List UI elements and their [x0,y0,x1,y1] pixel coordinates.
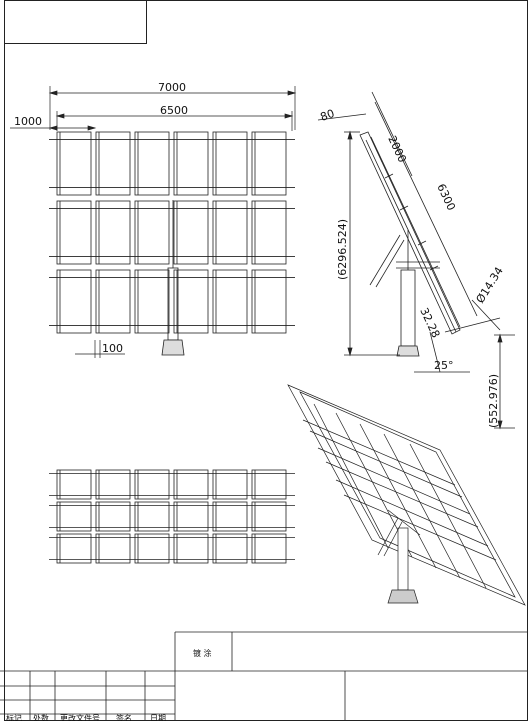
plan-panel [212,469,248,500]
plan-panel [173,501,209,532]
plan-panel [134,469,170,500]
front-panel [95,131,131,196]
dim-frame-length: 6300 [434,182,458,213]
front-panel [251,131,287,196]
front-panel [56,269,92,334]
front-panel [95,200,131,265]
dim-lower-clearance: (552.976) [487,374,500,428]
plan-panel [95,469,131,500]
plan-view [49,469,295,564]
front-panel [173,131,209,196]
plan-panel [251,501,287,532]
dim-tilt-angle: 25° [434,359,454,372]
col-date: 日期 [150,714,166,721]
plan-panel [56,533,92,564]
front-panel [212,131,248,196]
dim-panel-span: 6500 [160,104,188,117]
dim-pivot-length: 32.28 [417,306,442,340]
col-markers: 标记 [6,713,22,721]
front-view [49,131,295,334]
front-panel [56,200,92,265]
plan-panel [251,533,287,564]
front-dimensions [10,86,297,358]
front-panel [173,269,209,334]
top-left-label-box [4,0,147,44]
front-panel [134,131,170,196]
dim-upper-segment: 2000 [385,134,409,165]
front-post [161,200,185,356]
plan-panel [212,533,248,564]
front-panel [95,269,131,334]
front-panel [173,200,209,265]
plan-panel [95,501,131,532]
dim-post-gap: 100 [102,342,123,355]
plan-panel [251,469,287,500]
plan-panel [95,533,131,564]
dim-diameter: Ø14.34 [474,265,506,306]
dim-edge-offset: 1000 [14,115,42,128]
col-count: 处数 [33,713,49,721]
side-view [317,91,515,430]
plan-panel [173,469,209,500]
dim-overall-width: 7000 [158,81,186,94]
front-panel [251,200,287,265]
front-panel [212,200,248,265]
plan-panel [56,501,92,532]
finish-label: 镀 涂 [193,648,212,658]
title-block [0,631,527,721]
front-panel [134,269,170,334]
dim-top-offset: 80 [319,107,337,124]
plan-panel [134,501,170,532]
front-panel [134,200,170,265]
plan-panel [212,501,248,532]
col-change-doc: 更改文件号 [60,713,100,721]
isometric-view [287,384,526,606]
front-panel [251,269,287,334]
plan-panel [56,469,92,500]
front-panel [56,131,92,196]
col-signature: 签名 [116,713,132,721]
plan-panel [134,533,170,564]
dim-overall-height: (6296.524) [336,219,349,280]
front-panel [212,269,248,334]
plan-panel [173,533,209,564]
